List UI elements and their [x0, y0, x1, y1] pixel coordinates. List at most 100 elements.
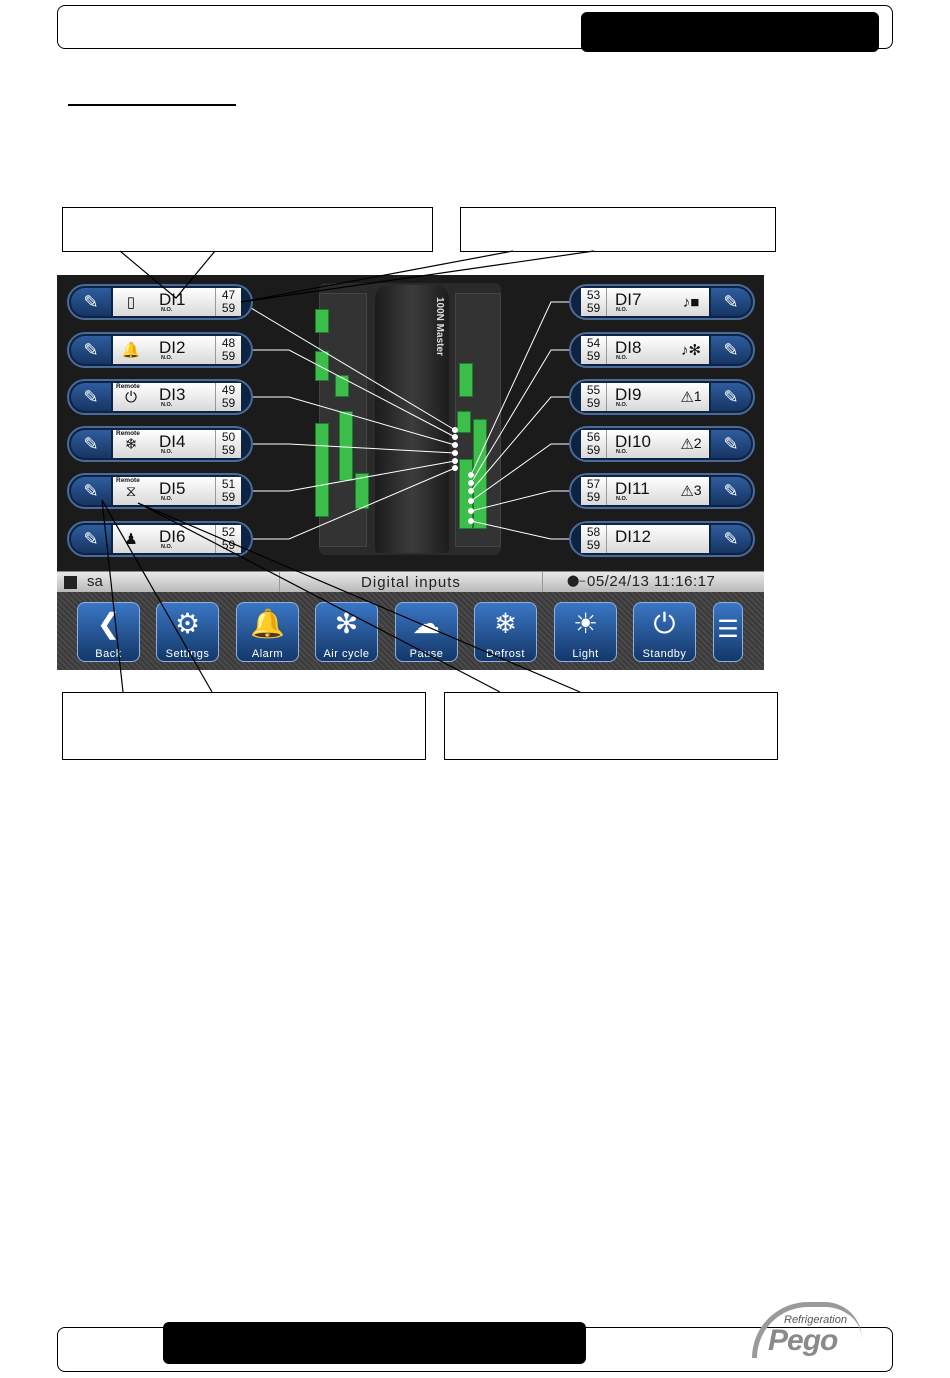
warning-3-icon: ⚠3: [680, 483, 702, 500]
edit-pencil-icon[interactable]: ✎: [711, 525, 751, 553]
snowflake-icon: ❄: [493, 608, 518, 639]
di-name: DI8: [615, 338, 642, 357]
callout-box-bottom-right: [444, 692, 778, 760]
edit-pencil-icon[interactable]: ✎: [71, 336, 111, 364]
edit-pencil-icon[interactable]: ✎: [71, 430, 111, 458]
wire-di12: [470, 520, 581, 540]
usb-icon: ⬤–: [567, 575, 586, 587]
alarm-fan-icon: ♪✻: [680, 342, 702, 359]
status-square-icon: [64, 576, 77, 589]
terminal-block: [315, 309, 329, 333]
settings-button[interactable]: ⚙Settings: [156, 602, 219, 662]
wire-di8: [470, 349, 581, 484]
fan-icon: ✻: [334, 608, 359, 639]
wire-di4: [241, 443, 456, 454]
pause-button[interactable]: ☁Pause: [395, 602, 458, 662]
remote-defrost-icon: Remote❄: [116, 430, 140, 453]
defrost-button[interactable]: ❄Defrost: [474, 602, 537, 662]
standby-button[interactable]: ⏻Standby: [633, 602, 696, 662]
wire-di2: [241, 349, 456, 438]
air-cycle-button[interactable]: ✻Air cycle: [315, 602, 378, 662]
wire-di6: [241, 467, 456, 540]
di-mode: N.O.: [161, 449, 173, 455]
edit-pencil-icon[interactable]: ✎: [71, 288, 111, 316]
page-footer-bar: [163, 1322, 586, 1364]
di-name: DI5: [159, 479, 186, 498]
di-name: DI7: [615, 290, 642, 309]
di-mode: N.O.: [161, 544, 173, 550]
terminal-block: [335, 375, 349, 397]
edit-pencil-icon[interactable]: ✎: [711, 288, 751, 316]
di-name: DI2: [159, 338, 186, 357]
edit-pencil-icon[interactable]: ✎: [71, 477, 111, 505]
sun-icon: ☀: [572, 608, 599, 639]
page-header-frame: [57, 5, 893, 49]
di-mode: N.O.: [161, 307, 173, 313]
di-name: DI4: [159, 432, 186, 451]
bell-icon: 🔔: [250, 608, 285, 639]
edit-pencil-icon[interactable]: ✎: [711, 430, 751, 458]
back-button[interactable]: ❮Back: [77, 602, 140, 662]
di-mode: N.O.: [616, 449, 628, 455]
edit-pencil-icon[interactable]: ✎: [711, 477, 751, 505]
more-menu-button[interactable]: ☰: [713, 602, 743, 662]
di-name: DI12: [615, 527, 651, 546]
edit-pencil-icon[interactable]: ✎: [71, 525, 111, 553]
terminal-block: [315, 351, 329, 381]
di-mode: N.O.: [161, 496, 173, 502]
edit-pencil-icon[interactable]: ✎: [711, 383, 751, 411]
pego-logo: Refrigeration Pego: [748, 1296, 874, 1366]
status-left-text: sa: [87, 573, 103, 590]
warning-1-icon: ⚠1: [680, 389, 702, 406]
edit-pencil-icon[interactable]: ✎: [71, 383, 111, 411]
wire-di1: [240, 301, 456, 431]
callout-box-top-left: [62, 207, 433, 252]
logo-wordmark: Pego: [768, 1324, 838, 1357]
status-bar: sa Digital inputs ⬤– 05/24/13 11:16:17: [57, 571, 764, 593]
gears-icon: ⚙: [174, 608, 201, 639]
man-in-room-icon: ♟: [124, 531, 138, 548]
remote-standby-icon: Remote⏻: [116, 383, 140, 406]
di-mode: N.O.: [616, 496, 628, 502]
screen-title: Digital inputs: [279, 572, 543, 593]
alarm-button[interactable]: 🔔Alarm: [236, 602, 299, 662]
device-screen: 100N Master: [57, 275, 764, 670]
door-icon: ▯: [126, 294, 136, 311]
wire-di11: [470, 490, 581, 512]
di-mode: N.O.: [161, 355, 173, 361]
light-button[interactable]: ☀Light: [554, 602, 617, 662]
remote-resistance-icon: Remote⧖: [116, 477, 140, 500]
wire-di5: [241, 460, 456, 492]
di-mode: N.O.: [616, 307, 628, 313]
wire-di3: [241, 396, 456, 446]
edit-pencil-icon[interactable]: ✎: [711, 336, 751, 364]
